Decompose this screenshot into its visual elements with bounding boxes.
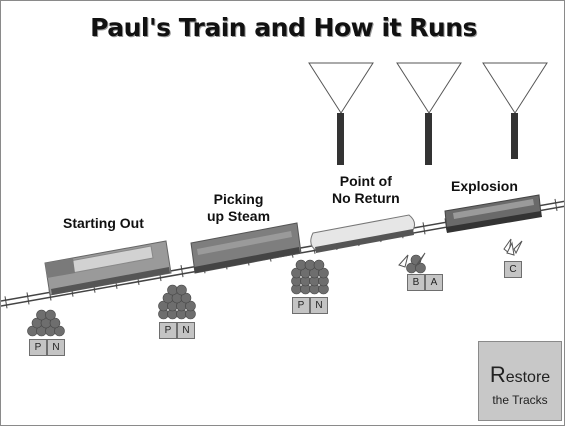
stage-label-point-of-no-return: Point of No Return: [332, 173, 400, 206]
ball: [36, 309, 47, 321]
ball: [415, 262, 426, 274]
restore-button-line2: the Tracks: [492, 393, 548, 407]
funnel-1: [308, 62, 374, 165]
box-n-2: N: [177, 322, 195, 339]
box-a: A: [425, 274, 443, 291]
ball: [176, 284, 187, 296]
ball: [295, 259, 307, 271]
page-title: Paul's Train and How it Runs: [90, 13, 477, 42]
tank-car: [310, 214, 415, 253]
restore-button-line1: Restore: [479, 364, 561, 389]
track-tie: [26, 292, 30, 305]
ball: [180, 292, 192, 304]
box-n-3: N: [310, 297, 328, 314]
ball: [185, 300, 196, 312]
ball: [304, 259, 316, 271]
box-p-2: P: [159, 322, 177, 339]
funnel-2: [396, 62, 462, 165]
ball: [318, 267, 329, 279]
ball: [313, 259, 325, 271]
flatcar: [444, 194, 542, 233]
track-tie: [422, 222, 426, 235]
track-tie: [4, 296, 8, 309]
box-n-1: N: [47, 339, 65, 356]
boxcar: [190, 222, 302, 274]
box-p-1: P: [29, 339, 47, 356]
spark-shape-1: [398, 252, 426, 268]
box-p-3: P: [292, 297, 310, 314]
restore-first-letter: R: [489, 362, 506, 387]
spark-shape-2: [503, 238, 523, 256]
box-c: C: [504, 261, 522, 278]
funnel-3: [482, 62, 548, 159]
locomotive: [44, 240, 172, 296]
ball-clusters: [27, 254, 426, 337]
ball: [49, 317, 61, 329]
ball: [167, 284, 178, 296]
stage-label-picking-up-steam: Picking up Steam: [207, 191, 271, 224]
ball: [45, 309, 56, 321]
ball: [54, 325, 65, 337]
box-b: B: [407, 274, 425, 291]
stage-label-explosion: Explosion: [451, 178, 518, 194]
track-tie: [554, 198, 558, 212]
restore-tracks-button[interactable]: Restore the Tracks: [478, 341, 562, 421]
stage-label-starting-out: Starting Out: [63, 215, 144, 231]
track-tie: [180, 265, 184, 278]
restore-rest: estore: [505, 369, 551, 386]
